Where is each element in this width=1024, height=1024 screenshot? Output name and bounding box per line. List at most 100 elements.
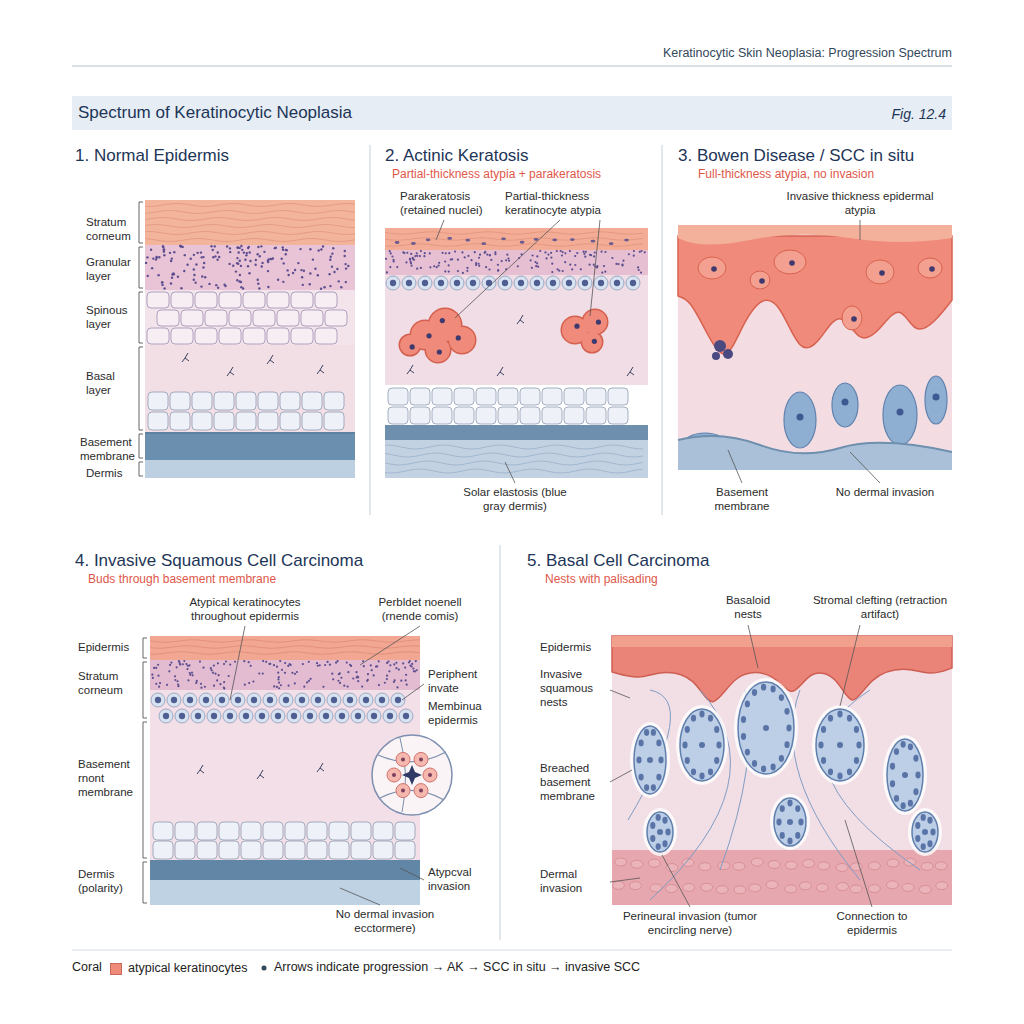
palisading-nucleus: [741, 716, 746, 723]
deep-cell: [751, 858, 763, 866]
granule-dot: [419, 255, 421, 257]
granule-dot: [177, 276, 179, 278]
granular-layer: [150, 660, 420, 690]
palisading-nucleus: [828, 715, 833, 722]
panel-heading: 3. Bowen Disease / SCC in situ: [678, 146, 914, 166]
nucleus: [203, 697, 209, 703]
granule-dot: [210, 667, 212, 669]
nucleus: [422, 280, 428, 286]
basaloid-nest: [887, 739, 923, 811]
granule-dot: [193, 274, 195, 276]
tumor-nucleus: [392, 773, 396, 777]
granule-dot: [405, 679, 407, 681]
atypical-nucleus: [711, 266, 717, 272]
cell: [183, 693, 197, 707]
palisading-nucleus: [798, 819, 803, 826]
granule-dot: [229, 251, 231, 253]
granule-dot: [312, 258, 314, 260]
callout-label: Periphent invate: [428, 668, 496, 696]
dendritic-cell: [182, 353, 189, 362]
granule-dot: [200, 251, 202, 253]
palisading-nucleus: [915, 835, 920, 842]
granule-dot: [216, 259, 218, 261]
granule-dot: [373, 674, 375, 676]
cell: [181, 310, 203, 326]
granule-dot: [200, 687, 202, 689]
stratum-corneum: [145, 200, 355, 245]
granule-dot: [536, 262, 538, 264]
granule-dot: [551, 263, 553, 265]
granule-dot: [303, 270, 305, 272]
basaloid-bud: [784, 392, 816, 448]
granule-dot: [163, 250, 165, 252]
dyskeratotic-cell: [714, 340, 726, 352]
callout-label: Breached basement membrane: [540, 762, 608, 803]
granule-dot: [158, 256, 160, 258]
granule-dot: [343, 255, 345, 257]
leader-line: [230, 626, 245, 700]
granule-dot: [153, 667, 155, 669]
nucleus: [614, 280, 620, 286]
fiber-line: [145, 211, 355, 214]
nucleus: [283, 697, 289, 703]
palisading-nucleus: [818, 742, 823, 749]
tumor-nucleus: [419, 789, 423, 793]
granule-dot: [356, 676, 358, 678]
legend-swatch: [110, 963, 122, 975]
palisading-nucleus: [682, 742, 687, 749]
granule-dot: [188, 664, 190, 666]
nucleus: [454, 280, 460, 286]
granule-dot: [183, 270, 185, 272]
palisading-nucleus: [656, 843, 661, 850]
granule-dot: [508, 260, 510, 262]
stromal-cleft: [908, 808, 942, 856]
panel-divider: [662, 145, 663, 515]
granule-dot: [535, 265, 537, 267]
granule-dot: [536, 255, 538, 257]
solar-elastosis-dermis: [385, 440, 648, 478]
leader-line: [402, 684, 424, 700]
granule-dot: [217, 662, 219, 664]
callout-label: Epidermis: [540, 641, 608, 655]
granule-dot: [223, 687, 225, 689]
granule-dot: [185, 663, 187, 665]
granule-dot: [410, 262, 412, 264]
granule-dot: [405, 261, 407, 263]
callout-label: Partial-thickness keratinocyte atypia: [505, 190, 645, 218]
granule-dot: [394, 679, 396, 681]
atypical-cell: [866, 260, 894, 284]
stromal-cleft: [883, 735, 927, 815]
invasive-scc-figure: [143, 626, 452, 905]
deep-dermis: [612, 850, 952, 905]
retained-nucleus: [447, 237, 452, 240]
stromal-cleft: [643, 808, 677, 856]
granule-dot: [322, 686, 324, 688]
cell: [324, 392, 344, 410]
dendritic-cell: [317, 763, 324, 772]
granule-dot: [180, 245, 182, 247]
callout-label: Granular layer: [86, 256, 140, 284]
granule-dot: [576, 252, 578, 254]
granule-dot: [217, 287, 219, 289]
dyskeratotic-cell: [723, 349, 733, 359]
cell: [301, 310, 323, 326]
palisading-nucleus: [915, 772, 920, 779]
tumor-cell: [414, 752, 428, 766]
legend-item: atypical keratinocytes: [110, 961, 248, 976]
granule-dot: [239, 274, 241, 276]
cell: [175, 709, 189, 723]
cell: [205, 310, 227, 326]
granule-dot: [404, 667, 406, 669]
granule-dot: [146, 256, 148, 258]
granule-dot: [479, 254, 481, 256]
fiber-line: [385, 445, 643, 449]
palisading-nucleus: [784, 741, 789, 748]
granule-dot: [345, 267, 347, 269]
fiber-line: [145, 204, 355, 207]
granule-dot: [178, 660, 180, 662]
cell: [530, 276, 544, 290]
cell: [236, 412, 256, 430]
granule-dot: [247, 247, 249, 249]
palisading-nucleus: [656, 774, 661, 781]
granule-dot: [562, 251, 564, 253]
